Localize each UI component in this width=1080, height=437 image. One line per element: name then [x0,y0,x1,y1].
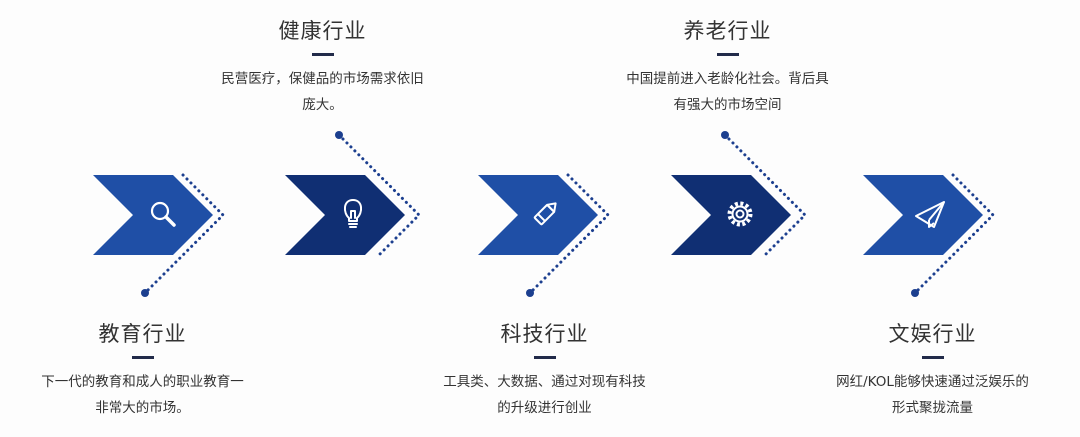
connector-tech [528,173,611,295]
chevron-elderly [671,175,791,255]
industry-title: 养老行业 [683,19,772,43]
search-icon [150,201,176,227]
industry-title: 文娱行业 [888,322,977,346]
paper-plane-icon [915,201,945,228]
description-line: 网红/KOL能够快速通过泛娱乐的 [836,374,1029,390]
description-line: 的升级进行创业 [497,400,592,416]
title-underline [921,356,944,359]
industry-block-entertainment: 文娱行业 网红/KOL能够快速通过泛娱乐的 形式聚拢流量 [790,320,1075,421]
chevron-entertainment [863,175,983,255]
connector-health [337,133,422,257]
connector-dot-health [335,131,343,139]
industry-title: 科技行业 [500,322,589,346]
industry-description: 中国提前进入老龄化社会。背后具 有强大的市场空间 [585,66,870,118]
chevron-health [285,175,405,255]
title-underline [533,356,556,359]
industry-block-education: 教育行业 下一代的教育和成人的职业教育一 非常大的市场。 [0,320,285,421]
title-underline [716,53,739,56]
description-line: 民营医疗，保健品的市场需求依旧 [221,71,424,87]
industry-title: 教育行业 [98,322,187,346]
industry-description: 网红/KOL能够快速通过泛娱乐的 形式聚拢流量 [790,369,1075,421]
description-line: 下一代的教育和成人的职业教育一 [41,374,244,390]
industry-block-elderly: 养老行业 中国提前进入老龄化社会。背后具 有强大的市场空间 [585,17,870,118]
title-underline [131,356,154,359]
pencil-icon [533,202,557,226]
industry-block-tech: 科技行业 工具类、大数据、通过对现有科技 的升级进行创业 [402,320,687,421]
gear-icon [727,201,753,227]
connector-elderly [723,133,808,257]
description-line: 形式聚拢流量 [892,400,973,416]
industry-block-health: 健康行业 民营医疗，保健品的市场需求依旧 庞大。 [180,17,465,118]
description-line: 非常大的市场。 [95,400,190,416]
lightbulb-icon [343,199,363,228]
connector-dot-education [141,289,149,297]
industry-description: 民营医疗，保健品的市场需求依旧 庞大。 [180,66,465,118]
description-line: 有强大的市场空间 [673,97,782,113]
industry-description: 下一代的教育和成人的职业教育一 非常大的市场。 [0,369,285,421]
connector-education [143,173,226,295]
description-line: 工具类、大数据、通过对现有科技 [443,374,646,390]
description-line: 庞大。 [302,97,343,113]
title-underline [311,53,334,56]
description-line: 中国提前进入老龄化社会。背后具 [626,71,829,87]
connector-entertainment [913,173,996,295]
connector-dot-tech [526,289,534,297]
industry-title: 健康行业 [278,19,367,43]
connector-dot-entertainment [911,289,919,297]
industry-description: 工具类、大数据、通过对现有科技 的升级进行创业 [402,369,687,421]
connector-dot-elderly [721,131,729,139]
